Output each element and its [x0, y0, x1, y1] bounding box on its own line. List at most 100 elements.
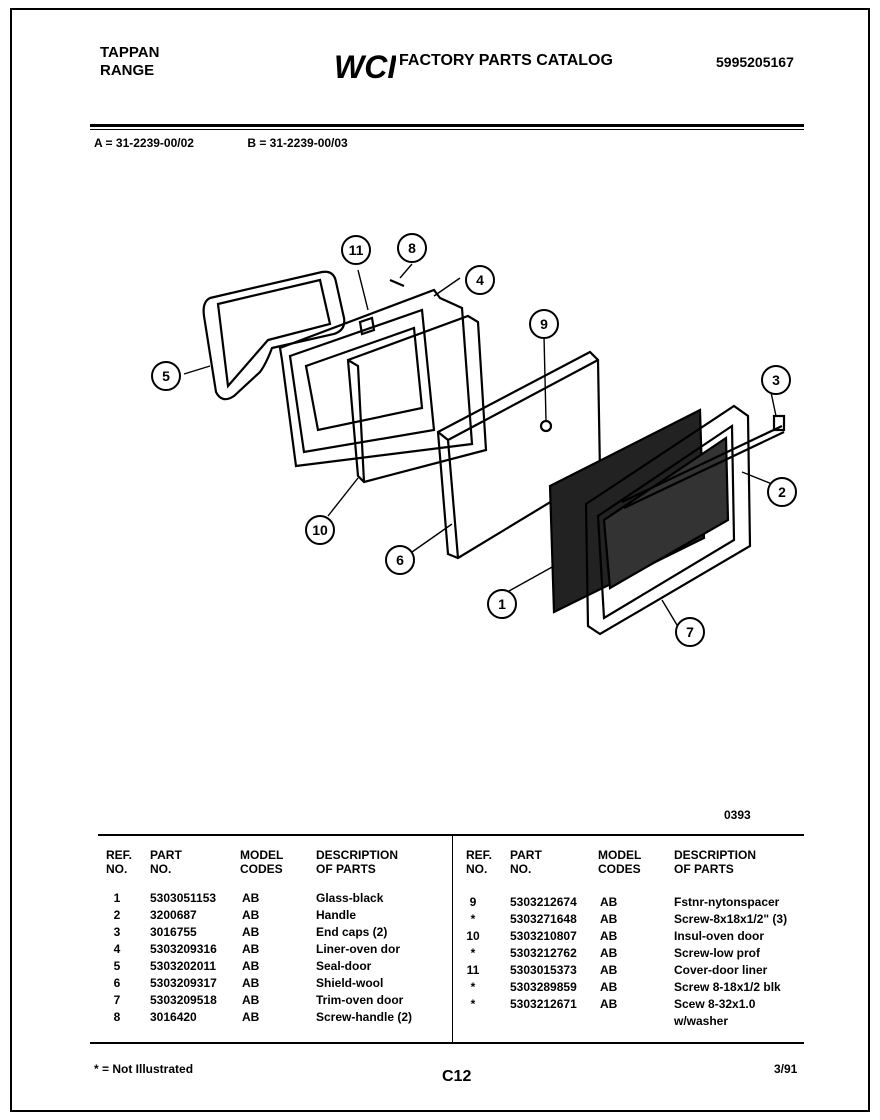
table-cell-ref: 10 [466, 929, 480, 943]
part-3-endcap [772, 414, 786, 432]
part-4-liner [278, 288, 474, 468]
table-cell-part: 5303271648 [510, 912, 577, 926]
table-cell-ref: 9 [469, 895, 477, 909]
wci-logo: WCI [332, 49, 397, 89]
table-cell-codes: AB [600, 980, 618, 994]
table-cell-part: 5303212762 [510, 946, 577, 960]
table-cell-desc: Handle [316, 908, 357, 922]
table-cell-codes: AB [600, 963, 618, 977]
part-7-trim-inner [596, 423, 736, 620]
table-cell-part: 5303210807 [510, 929, 577, 943]
table-cell-part: 5303209317 [150, 976, 217, 990]
table-cell-desc: Screw-handle (2) [316, 1010, 413, 1024]
callout-1: 1 [487, 589, 517, 619]
table-cell-ref: * [470, 980, 476, 994]
part-5-seal [202, 270, 346, 401]
part-6-shield-top [447, 359, 599, 441]
part-9-spacer [539, 419, 553, 433]
svg-text:7: 7 [686, 624, 694, 640]
table-cell-codes: AB [600, 912, 618, 926]
table-cell-codes: AB [600, 895, 618, 909]
table-cell-ref: 11 [466, 963, 480, 977]
svg-text:10: 10 [312, 522, 328, 538]
table-cell-part: 3016420 [150, 1010, 197, 1024]
table-cell-desc: Screw 8-18x1/2 blk [674, 980, 781, 994]
diagram-svg: 5 11 8 4 9 10 6 1 3 2 7 [151, 233, 797, 647]
callout-9: 9 [529, 309, 559, 339]
brand-block: TAPPAN RANGE [100, 44, 159, 80]
callout-3: 3 [761, 365, 791, 395]
revision-date: 3/91 [774, 1062, 798, 1076]
table-cell-ref [458, 1013, 488, 1030]
header-rule-thick [90, 124, 804, 127]
table-cell-desc: Shield-wool [316, 976, 384, 990]
table-cell-ref: * [470, 946, 476, 960]
table-cell-codes: AB [242, 942, 260, 956]
brand-line1: TAPPAN [100, 44, 160, 61]
part-6-shield-flange [437, 431, 460, 559]
callout-8: 8 [397, 233, 427, 263]
part-10-insulation [346, 314, 488, 484]
callout-10: 10 [305, 515, 335, 545]
svg-text:8: 8 [408, 240, 416, 256]
table-cell-ref: 3 [113, 925, 121, 939]
table-cell-desc: Cover-door liner [674, 963, 768, 977]
table-top-rule [98, 834, 804, 836]
table-cell-codes: AB [242, 891, 260, 905]
table-cell-ref: * [470, 912, 476, 926]
table-cell-desc: Scew 8-32x1.0 [674, 997, 756, 1011]
part-4-liner-inner [288, 308, 436, 454]
part-7-trim [584, 404, 752, 636]
part-7-window-dark [602, 435, 730, 590]
table-cell-desc: Screw-low prof [674, 946, 761, 960]
table-cell-part: 3016755 [150, 925, 197, 939]
part-5-seal-inner [216, 278, 332, 389]
hdr-ref-left: REF.NO. [106, 848, 133, 876]
table-cell-desc: Fstnr-nytonspacer [674, 895, 780, 909]
table-cell-ref: 2 [113, 908, 121, 922]
svg-text:9: 9 [540, 316, 548, 332]
callout-4: 4 [465, 265, 495, 295]
table-cell-ref: 1 [113, 891, 121, 905]
catalog-title: FACTORY PARTS CATALOG [399, 52, 613, 69]
table-cell-part: 5303289859 [510, 980, 577, 994]
callout-6: 6 [385, 545, 415, 575]
callout-11: 11 [341, 235, 371, 265]
svg-text:2: 2 [778, 484, 786, 500]
exploded-diagram: 5 11 8 4 9 10 6 1 3 2 7 [122, 220, 822, 655]
table-cell-codes: AB [600, 929, 618, 943]
table-cell-part: 5303209518 [150, 993, 217, 1007]
part-10-insulation-side [347, 359, 366, 483]
callout-2: 2 [767, 477, 797, 507]
table-cell-part: 3200687 [150, 908, 197, 922]
svg-text:6: 6 [396, 552, 404, 568]
table-divider [452, 836, 453, 1042]
table-cell-ref: 6 [113, 976, 121, 990]
svg-text:5: 5 [162, 368, 170, 384]
callout-7: 7 [675, 617, 705, 647]
catalog-page: TAPPAN RANGE WCI FACTORY PARTS CATALOG 5… [10, 8, 870, 1112]
table-cell-part: 5303051153 [150, 891, 217, 905]
table-cell-codes: AB [242, 993, 260, 1007]
part-8-screw [389, 278, 405, 288]
model-list: A = 31-2239-00/02 B = 31-2239-00/03 [94, 136, 398, 150]
table-cell-codes: AB [242, 925, 260, 939]
table-cell-desc: Seal-door [316, 959, 372, 973]
table-cell-part: 5303015373 [510, 963, 577, 977]
table-cell-ref: 8 [113, 1010, 121, 1024]
table-cell-desc: Glass-black [316, 891, 384, 905]
footnote: * = Not Illustrated [94, 1062, 194, 1076]
model-b: B = 31-2239-00/03 [247, 136, 348, 150]
svg-text:11: 11 [349, 242, 364, 258]
logo-text: WCI [334, 50, 396, 84]
table-cell-part: 5303212671 [510, 997, 577, 1011]
table-cell-ref: 4 [113, 942, 121, 956]
table-cell-codes: AB [242, 976, 260, 990]
table-cell-part: 5303202011 [150, 959, 217, 973]
hdr-ref-right: REF.NO. [466, 848, 493, 876]
table-cell-ref: * [470, 997, 476, 1011]
